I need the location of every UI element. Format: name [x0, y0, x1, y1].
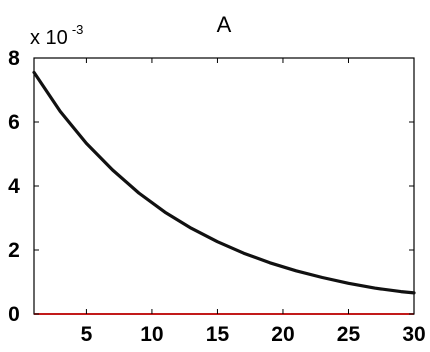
y-multiplier-base: x 10 [30, 27, 68, 49]
y-tick-label: 0 [8, 303, 20, 326]
series-layer [32, 70, 416, 295]
x-tick-label: 30 [402, 323, 425, 346]
x-tick-label: 15 [206, 323, 230, 346]
series-line [32, 70, 416, 295]
axes-box [33, 57, 415, 315]
x-axis-ticks: 5 10 15 20 25 30 [81, 58, 426, 346]
y-multiplier-exponent: -3 [72, 22, 84, 37]
y-tick-label: 4 [8, 175, 20, 198]
x-tick-label: 25 [337, 323, 361, 346]
x-tick-label: 10 [140, 323, 163, 346]
x-tick-label: 20 [271, 323, 294, 346]
y-tick-label: 2 [8, 239, 20, 262]
x-tick-label: 5 [81, 323, 93, 346]
y-axis-ticks: 0 2 4 6 8 [8, 47, 414, 326]
y-axis-multiplier: x 10 -3 [30, 22, 83, 49]
chart-title: A [217, 12, 232, 37]
axes-frame [33, 57, 415, 315]
y-tick-label: 6 [8, 111, 20, 134]
y-tick-label: 8 [8, 47, 20, 70]
